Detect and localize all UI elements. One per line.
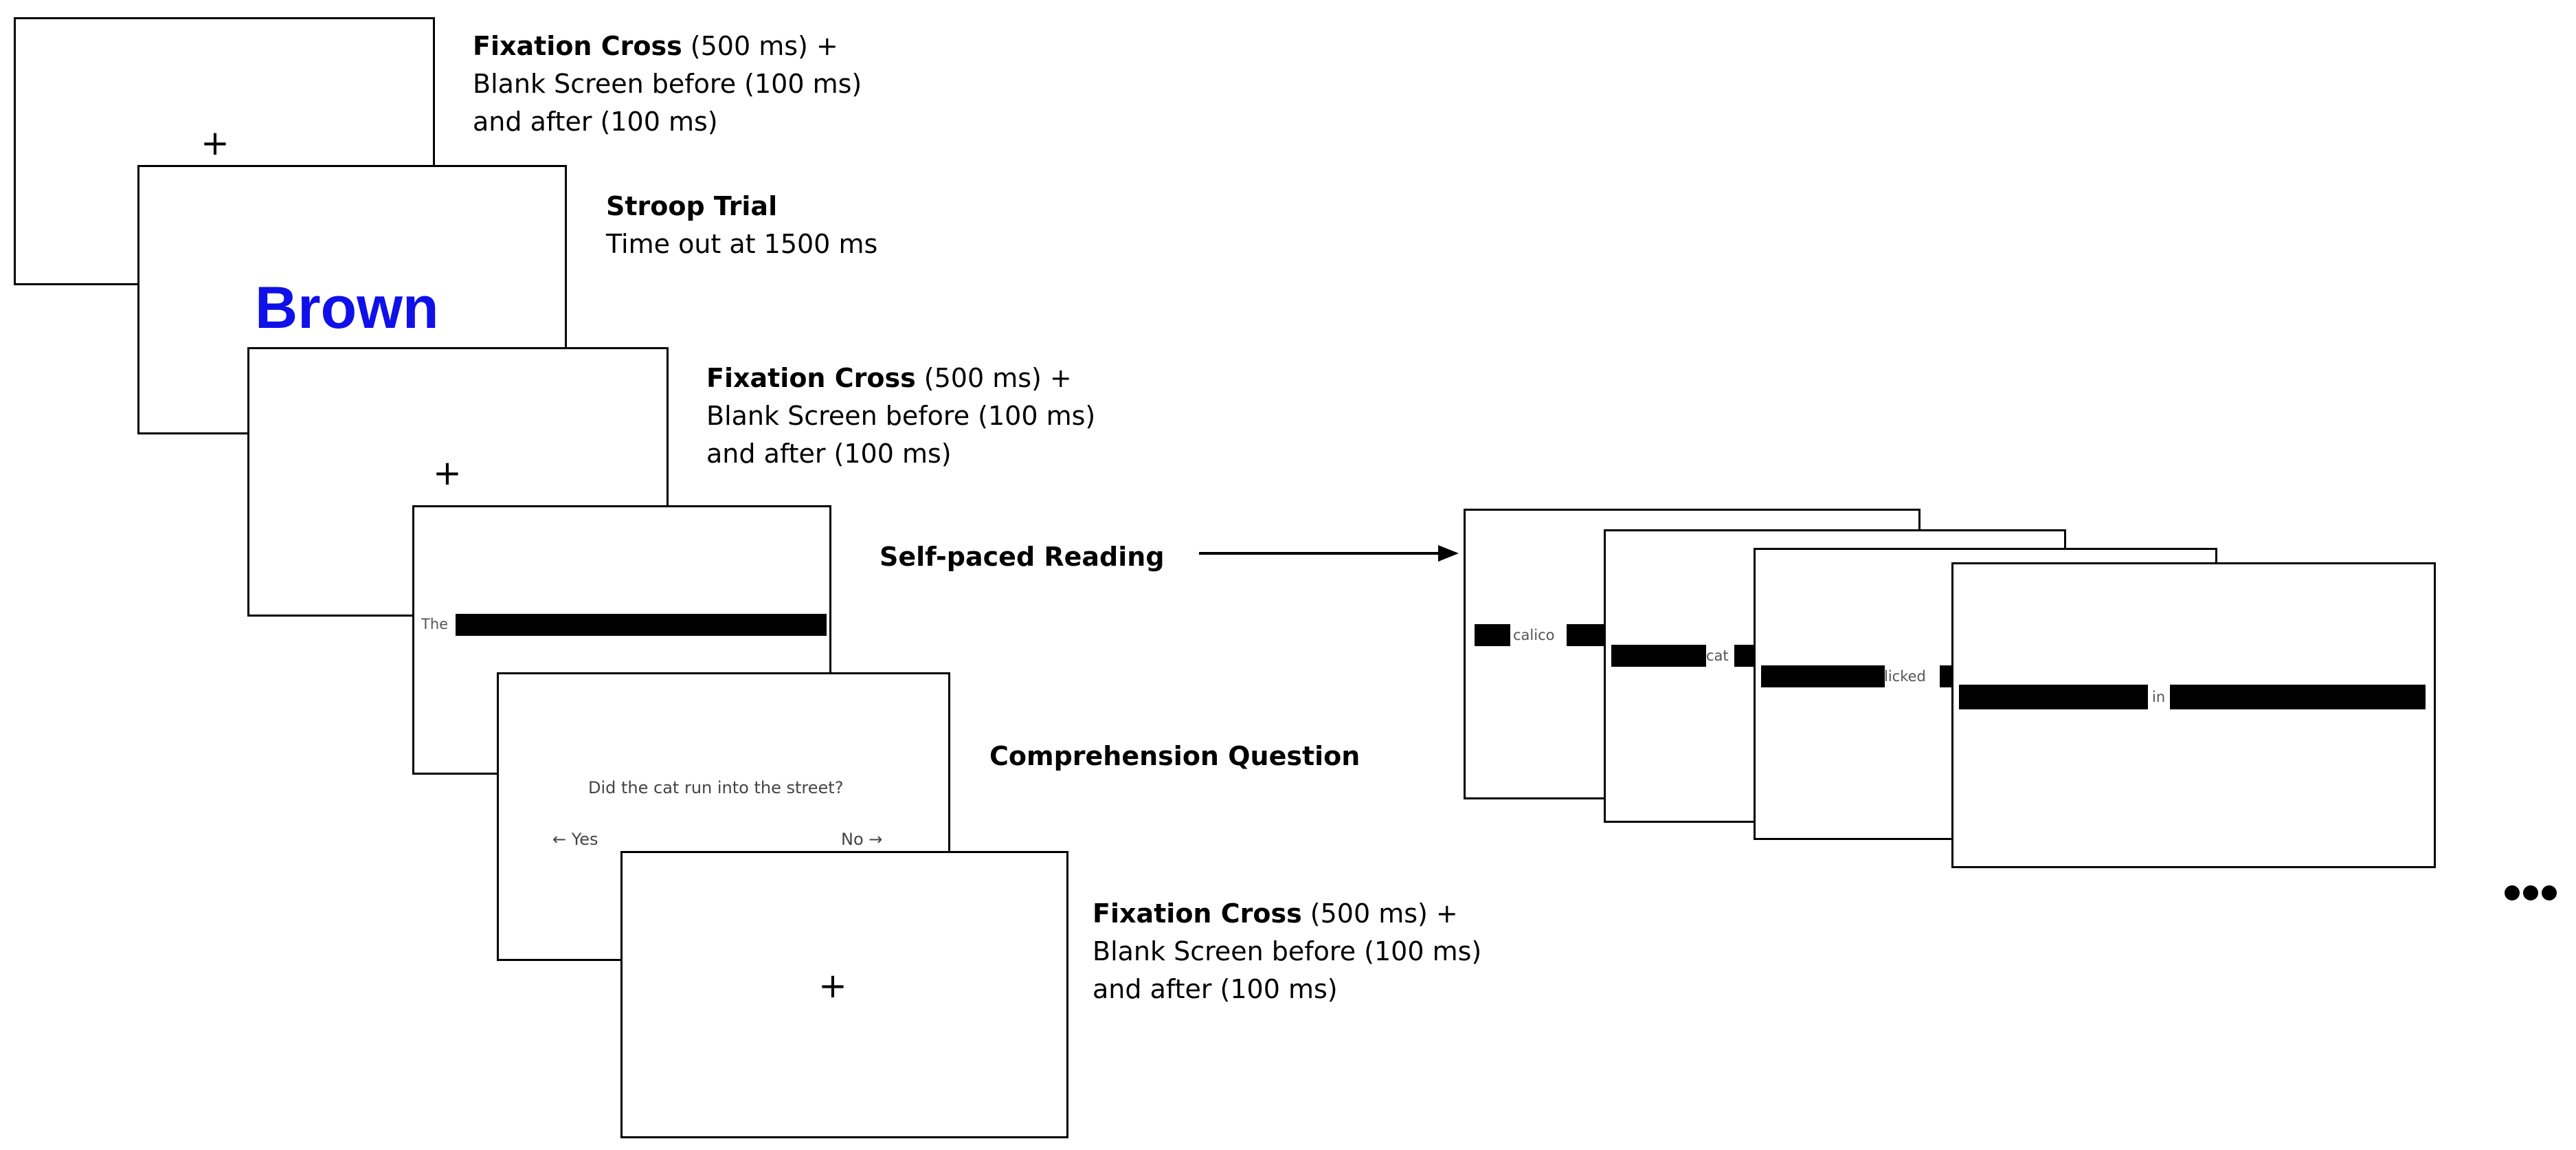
no-option: No → bbox=[841, 830, 883, 849]
comprehension-label-title: Comprehension Question bbox=[989, 741, 1360, 771]
fixation-cross: + bbox=[433, 453, 462, 493]
mask-bar bbox=[1611, 645, 1706, 667]
revealed-word: cat bbox=[1706, 648, 1729, 664]
fixation-label-blank: Blank Screen before (100 ms) bbox=[706, 401, 1096, 431]
question-text: Did the cat run into the street? bbox=[588, 778, 844, 797]
fixation-label-blank: Blank Screen before (100 ms) bbox=[473, 69, 862, 99]
ellipsis-dot bbox=[2542, 885, 2557, 900]
fixation-label-title: Fixation Cross bbox=[706, 363, 916, 393]
fixation-label-duration: (500 ms) + bbox=[1301, 898, 1458, 929]
fixation-label-after: and after (100 ms) bbox=[706, 439, 952, 469]
stroop-label-timeout: Time out at 1500 ms bbox=[606, 229, 878, 259]
fixation-label-after: and after (100 ms) bbox=[1093, 974, 1338, 1004]
stroop-label: Stroop Trial Time out at 1500 ms bbox=[606, 188, 877, 263]
masked-sentence-bar bbox=[456, 614, 827, 636]
fixation-cross: + bbox=[201, 123, 229, 163]
yes-option: ← Yes bbox=[552, 830, 598, 849]
fixation-label-3: Fixation Cross (500 ms) + Blank Screen b… bbox=[1093, 895, 1481, 1008]
fixation-label-after: and after (100 ms) bbox=[473, 107, 718, 137]
mask-bar bbox=[1475, 624, 1510, 646]
ellipsis-dot bbox=[2505, 885, 2520, 900]
ellipsis-dot bbox=[2523, 885, 2538, 900]
revealed-word: calico bbox=[1513, 627, 1555, 643]
fixation-cross: + bbox=[818, 966, 847, 1006]
fixation-label-duration: (500 ms) + bbox=[915, 363, 1072, 393]
mask-bar bbox=[1567, 624, 1608, 646]
fixation-label-2: Fixation Cross (500 ms) + Blank Screen b… bbox=[706, 360, 1095, 473]
mask-bar bbox=[1959, 685, 2148, 709]
reading-label: Self-paced Reading bbox=[880, 538, 1165, 576]
fixation-label-duration: (500 ms) + bbox=[682, 31, 838, 61]
stroop-label-title: Stroop Trial bbox=[606, 191, 778, 221]
first-word: The bbox=[421, 616, 449, 632]
fixation-label-title: Fixation Cross bbox=[1093, 898, 1302, 929]
fixation-screen-3: + bbox=[620, 851, 1068, 1138]
arrow-head bbox=[1438, 545, 1459, 562]
revealed-word: in bbox=[2152, 689, 2166, 705]
mask-bar bbox=[1761, 665, 1885, 687]
revealed-word: licked bbox=[1884, 668, 1926, 685]
comprehension-label: Comprehension Question bbox=[989, 738, 1360, 775]
arrow-line bbox=[1199, 552, 1440, 555]
mask-bar bbox=[2170, 685, 2426, 709]
reading-label-title: Self-paced Reading bbox=[880, 542, 1165, 572]
reading-frame-4: in bbox=[1951, 562, 2436, 868]
fixation-label-blank: Blank Screen before (100 ms) bbox=[1093, 936, 1482, 966]
fixation-label-title: Fixation Cross bbox=[473, 31, 682, 61]
stroop-word: Brown bbox=[255, 275, 439, 341]
fixation-label-1: Fixation Cross (500 ms) + Blank Screen b… bbox=[473, 27, 862, 141]
